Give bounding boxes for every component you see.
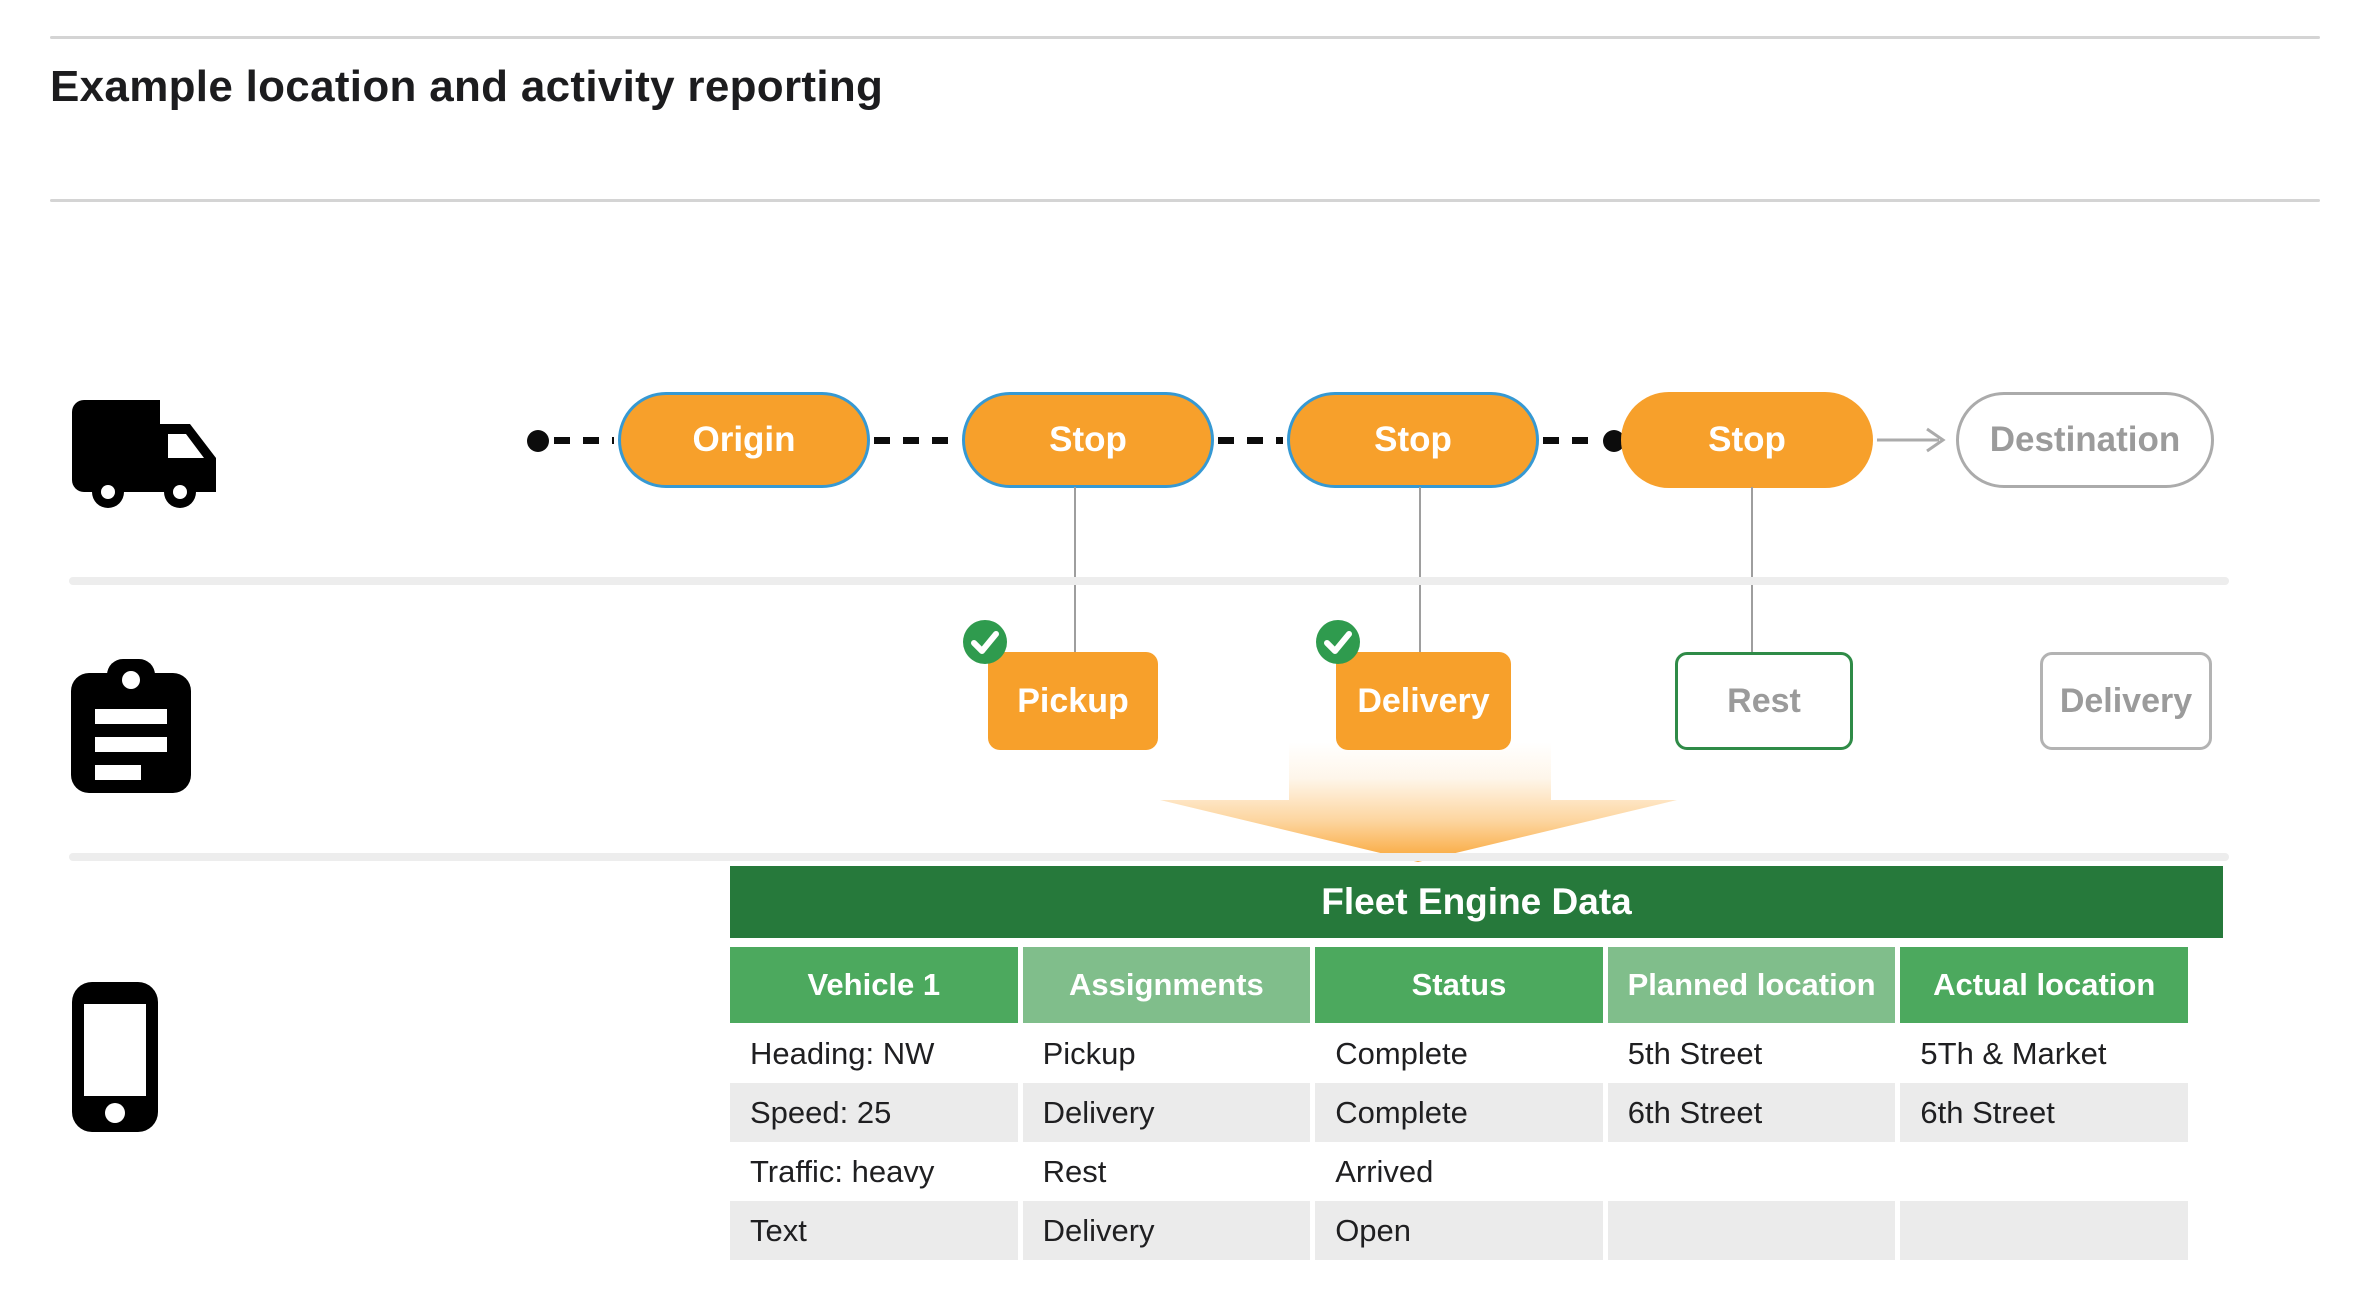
table-cell: Arrived	[1335, 1153, 1434, 1189]
table-cell: Delivery	[1022, 1083, 1311, 1142]
table-cell: Speed: 25	[730, 1083, 1018, 1142]
check-icon	[963, 620, 1007, 664]
route-start-dot	[527, 430, 549, 452]
table-cell: 5th Street	[1627, 1035, 1763, 1071]
table-cell: Rest	[1042, 1153, 1107, 1189]
route-node-label: Stop	[1049, 420, 1127, 459]
table-cell: Delivery	[1022, 1201, 1311, 1260]
table-header-row: Vehicle 1 Assignments Status Planned loc…	[730, 947, 2188, 1023]
arrow-right-icon	[1877, 427, 1946, 453]
table-row: Speed: 25 Delivery Complete 6th Street 6…	[730, 1083, 2188, 1142]
route-dashed-segment	[554, 437, 614, 444]
clipboard-icon	[71, 659, 191, 793]
section-divider	[69, 853, 2229, 861]
check-icon	[1316, 620, 1360, 664]
vehicle-position-dot	[1603, 430, 1625, 452]
column-header-planned-location: Planned location	[1607, 947, 1896, 1023]
title-divider	[50, 199, 2320, 202]
table-cell: Complete	[1335, 1035, 1468, 1071]
column-header-status: Status	[1315, 947, 1603, 1023]
route-node-label: Stop	[1374, 420, 1452, 459]
route-node-stop-2: Stop	[1287, 392, 1539, 488]
activity-box-rest: Rest	[1675, 652, 1853, 750]
table-row: Traffic: heavy Rest Arrived	[730, 1142, 2188, 1201]
route-node-origin: Origin	[618, 392, 870, 488]
table-cell: Open	[1315, 1201, 1603, 1260]
connector-line	[1074, 487, 1076, 652]
activity-label: Delivery	[2059, 681, 2193, 720]
route-dashed-segment	[1218, 437, 1283, 444]
table-row: Text Delivery Open	[730, 1201, 2188, 1260]
route-dashed-segment	[1543, 437, 1601, 444]
table-cell	[1900, 1142, 2188, 1201]
table-title-banner: Fleet Engine Data	[730, 866, 2223, 938]
table-cell: 6th Street	[1900, 1083, 2188, 1142]
activity-box-delivery: Delivery	[1336, 652, 1511, 750]
table-title: Fleet Engine Data	[1321, 881, 1632, 922]
table-cell	[1900, 1201, 2188, 1260]
column-header-assignments: Assignments	[1022, 947, 1311, 1023]
table-row: Heading: NW Pickup Complete 5th Street 5…	[730, 1024, 2188, 1083]
down-arrow-gradient-icon	[1160, 742, 1677, 862]
table-cell: Heading: NW	[750, 1035, 935, 1071]
activity-label: Delivery	[1357, 681, 1490, 720]
table-cell: Text	[730, 1201, 1018, 1260]
table-cell	[1607, 1201, 1896, 1260]
truck-icon	[72, 400, 216, 508]
column-header-vehicle: Vehicle 1	[730, 947, 1018, 1023]
table-cell: Traffic: heavy	[750, 1153, 935, 1189]
route-node-stop-1: Stop	[962, 392, 1214, 488]
section-divider	[69, 577, 2229, 585]
route-dashed-segment	[874, 437, 958, 444]
table-cell	[1608, 1142, 1896, 1201]
connector-line	[1751, 487, 1753, 652]
activity-label: Rest	[1727, 681, 1801, 720]
activity-box-delivery-open: Delivery	[2040, 652, 2212, 750]
table-cell: 5Th & Market	[1920, 1035, 2107, 1071]
table-cell: 6th Street	[1607, 1083, 1896, 1142]
route-node-label: Destination	[1989, 420, 2181, 459]
activity-label: Pickup	[1017, 681, 1129, 720]
table-cell: Complete	[1315, 1083, 1603, 1142]
route-node-label: Origin	[692, 420, 796, 459]
table-cell: Pickup	[1042, 1035, 1136, 1071]
top-divider	[50, 36, 2320, 39]
column-header-actual-location: Actual location	[1900, 947, 2188, 1023]
connector-line	[1419, 487, 1421, 652]
route-node-destination: Destination	[1956, 392, 2214, 488]
smartphone-icon	[72, 982, 158, 1132]
route-node-label: Stop	[1708, 420, 1786, 459]
page-title: Example location and activity reporting	[50, 62, 884, 111]
route-node-stop-3: Stop	[1621, 392, 1873, 488]
activity-box-pickup: Pickup	[988, 652, 1158, 750]
